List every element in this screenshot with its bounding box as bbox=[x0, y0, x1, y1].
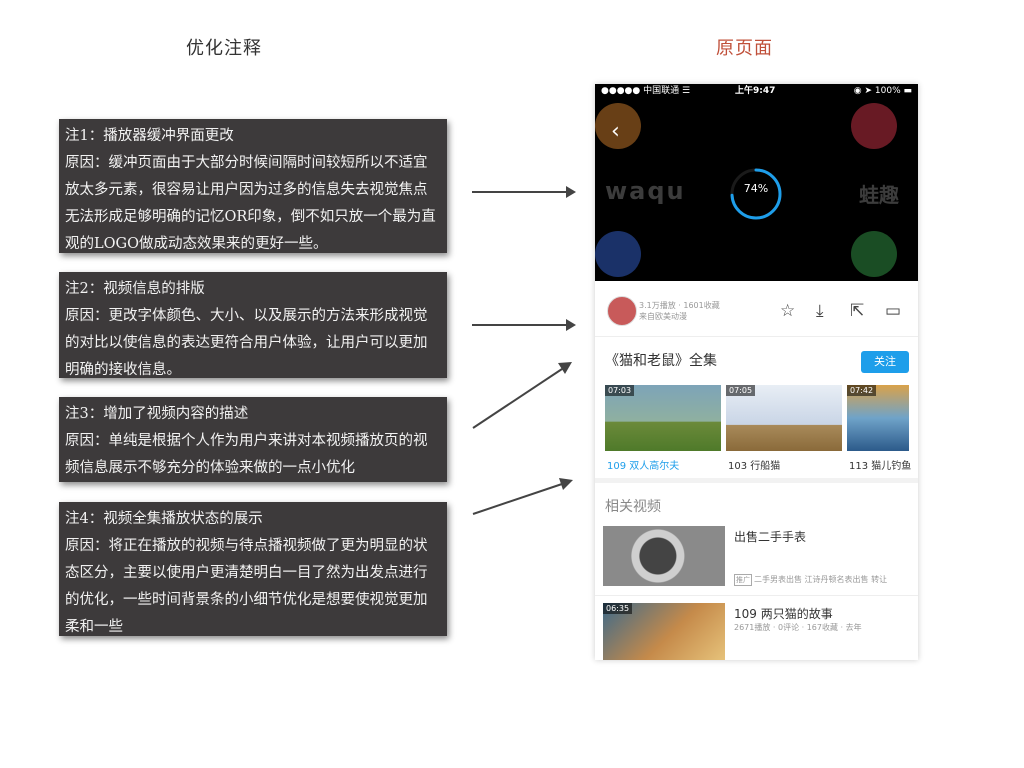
note-4: 注4：视频全集播放状态的展示 原因：将正在播放的视频与待点播视频做了更为明显的状… bbox=[59, 502, 447, 636]
episode-thumb[interactable]: 07:03 bbox=[605, 385, 721, 451]
divider bbox=[595, 595, 918, 596]
video-info: 3.1万播放 · 1601收藏 来自欧美动漫 ☆ ⤓ ⇱ ▭ bbox=[595, 284, 918, 337]
back-icon[interactable]: ‹ bbox=[611, 119, 620, 144]
note-body: 原因：将正在播放的视频与待点播视频做了更为明显的状态区分，主要以使用户更清楚明白… bbox=[65, 538, 428, 635]
series-title: 《猫和老鼠》全集 bbox=[605, 353, 717, 369]
arrow-3 bbox=[472, 362, 572, 429]
duration-badge: 07:05 bbox=[726, 385, 756, 396]
decor-blob bbox=[851, 103, 897, 149]
note-1: 注1：播放器缓冲界面更改 原因：缓冲页面由于大部分时候间隔时间较短所以不适宜放太… bbox=[59, 119, 447, 253]
duration-badge: 06:35 bbox=[603, 603, 633, 614]
related-item-title[interactable]: 109 两只猫的故事 bbox=[734, 607, 833, 621]
status-bar: ●●●●● 中国联通 ☰ 上午9:47 ◉ ➤ 100% ▬ bbox=[595, 84, 918, 99]
battery-indicator: ◉ ➤ 100% ▬ bbox=[853, 86, 912, 96]
buffer-progress-ring bbox=[730, 168, 782, 220]
related-title: 相关视频 bbox=[605, 499, 661, 515]
episode-caption[interactable]: 109 双人高尔夫 bbox=[607, 461, 680, 472]
star-icon[interactable]: ☆ bbox=[780, 301, 796, 321]
arrow-1 bbox=[472, 186, 576, 198]
avatar[interactable] bbox=[607, 296, 637, 326]
episode-thumb[interactable]: 07:05 bbox=[726, 385, 842, 451]
source-label: 来自欧美动漫 bbox=[639, 312, 687, 321]
waqu-logo-cn: 蛙趣 bbox=[859, 183, 899, 207]
comment-icon[interactable]: ▭ bbox=[885, 301, 902, 321]
decor-blob bbox=[851, 231, 897, 277]
clock: 上午9:47 bbox=[735, 86, 776, 96]
decor-blob bbox=[595, 231, 641, 277]
video-player[interactable]: ‹ waqu 蛙趣 74% bbox=[595, 99, 918, 281]
related-thumb[interactable]: 06:35 bbox=[603, 603, 725, 660]
duration-badge: 07:03 bbox=[605, 385, 635, 396]
note-body: 原因：更改字体颜色、大小、以及展示的方法来形成视觉的对比以使信息的表达更符合用户… bbox=[65, 308, 428, 378]
note-3: 注3：增加了视频内容的描述 原因：单纯是根据个人作为用户来讲对本视频播放页的视频… bbox=[59, 397, 447, 482]
note-body: 原因：单纯是根据个人作为用户来讲对本视频播放页的视频信息展示不够充分的体验来做的… bbox=[65, 433, 428, 476]
carrier-label: ●●●●● 中国联通 ☰ bbox=[601, 86, 691, 96]
original-page-heading: 原页面 bbox=[716, 38, 773, 59]
note-2: 注2：视频信息的排版 原因：更改字体颜色、大小、以及展示的方法来形成视觉的对比以… bbox=[59, 272, 447, 378]
series-section: 《猫和老鼠》全集 关注 07:03 07:05 07:42 109 双人高尔夫 … bbox=[595, 338, 918, 483]
arrow-2 bbox=[472, 319, 576, 331]
episode-caption[interactable]: 113 猫儿钓鱼 bbox=[849, 461, 912, 472]
waqu-logo: waqu bbox=[605, 177, 686, 205]
note-title: 注3：增加了视频内容的描述 bbox=[65, 406, 249, 422]
arrow-4 bbox=[472, 478, 573, 515]
note-title: 注4：视频全集播放状态的展示 bbox=[65, 511, 263, 527]
phone-screen: ●●●●● 中国联通 ☰ 上午9:47 ◉ ➤ 100% ▬ ‹ waqu 蛙趣… bbox=[595, 84, 918, 660]
note-title: 注1：播放器缓冲界面更改 bbox=[65, 128, 234, 144]
share-icon[interactable]: ⇱ bbox=[850, 301, 865, 321]
related-item-sub: 推广二手男表出售 江诗丹顿名表出售 转让 bbox=[734, 574, 888, 586]
episode-thumb[interactable]: 07:42 bbox=[847, 385, 909, 451]
buffer-percent: 74% bbox=[743, 182, 769, 195]
episode-caption[interactable]: 103 行船猫 bbox=[728, 461, 781, 472]
related-thumb[interactable] bbox=[603, 526, 725, 586]
annotations-heading: 优化注释 bbox=[186, 38, 262, 59]
ad-tag: 推广 bbox=[734, 574, 752, 586]
note-body: 原因：缓冲页面由于大部分时候间隔时间较短所以不适宜放太多元素，很容易让用户因为过… bbox=[65, 155, 436, 252]
download-icon[interactable]: ⤓ bbox=[816, 301, 824, 321]
decor-blob bbox=[595, 103, 641, 149]
duration-badge: 07:42 bbox=[847, 385, 877, 396]
related-item-sub: 2671播放 · 0评论 · 167收藏 · 去年 bbox=[734, 623, 862, 632]
related-item-title[interactable]: 出售二手手表 bbox=[734, 530, 807, 544]
note-title: 注2：视频信息的排版 bbox=[65, 281, 205, 297]
follow-button[interactable]: 关注 bbox=[861, 351, 909, 373]
play-stats: 3.1万播放 · 1601收藏 bbox=[639, 301, 720, 310]
